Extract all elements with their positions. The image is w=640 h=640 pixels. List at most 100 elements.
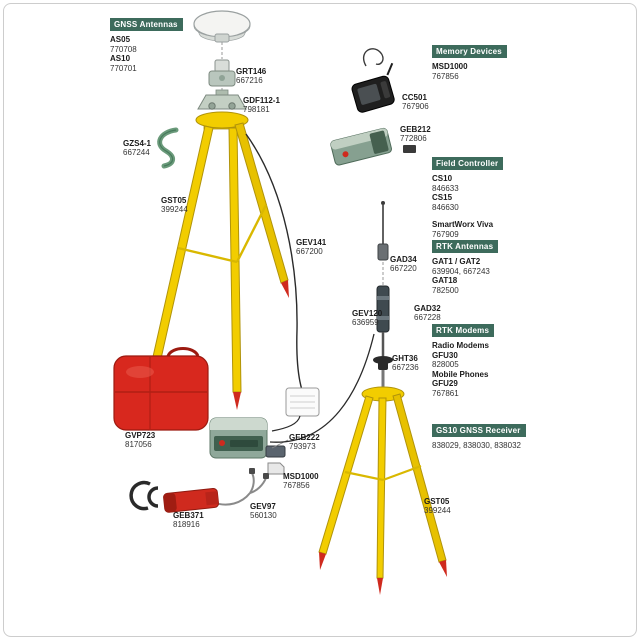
part-name: GEB212 [400,125,431,134]
part-name: GAD34 [390,255,417,264]
part-name: GDF112-1 [243,96,280,105]
modem-housing-graphic [285,387,320,417]
part-code: 399244 [424,506,451,515]
category-header: GS10 GNSS Receiver [432,424,526,437]
part-code: 667236 [392,363,419,372]
part-code: 560130 [250,511,277,520]
category-items: 838029, 838030, 838032 [432,441,526,451]
category-item-name: AS05 [110,35,131,44]
part-label-grt146: GRT146 667216 [236,67,266,85]
part-name: GEV97 [250,502,276,511]
part-label-ght36: GHT36 667236 [392,354,419,372]
category-header: Field Controller [432,157,504,170]
gev141-cable-graphic [245,133,303,391]
category-item-name: GFU30 [432,350,458,360]
part-name: GEB222 [289,433,320,442]
geb212-connector-graphic [403,145,416,153]
category-item-code: 767861 [432,388,459,398]
part-label-gad32: GAD32 667228 [414,304,441,322]
category-header: RTK Modems [432,324,495,337]
category-gs10-receiver: GS10 GNSS Receiver 838029, 838030, 83803… [432,420,526,451]
part-label-msd1000: MSD1000 767856 [283,472,319,490]
part-code: 667228 [414,313,441,322]
grt146-carrier-graphic [208,59,236,87]
msd1000-card-graphic [267,462,285,475]
part-code: 767856 [283,481,310,490]
category-item-code: 770708 [110,44,137,54]
part-name: GVP723 [125,431,156,440]
left-tripod-graphic [149,111,289,410]
part-name: CC501 [402,93,427,102]
category-item-name: SmartWorx Viva [432,220,494,229]
part-label-geb371: GEB371 818916 [173,511,204,529]
part-code: 667216 [236,76,263,85]
gzs4-holder-graphic [157,127,179,169]
gnss-dome-antenna-graphic [193,10,251,43]
cc501-controller-graphic [351,48,395,113]
part-code: 798181 [243,105,270,114]
category-header: GNSS Antennas [110,18,183,31]
right-tripod-graphic [318,386,447,595]
part-label-gst05-left: GST05 399244 [161,196,188,214]
category-item-name: Radio Modems [432,341,489,350]
part-label-gst05-right: GST05 399244 [424,497,451,515]
part-name: GAD32 [414,304,441,313]
part-name: GST05 [424,497,450,506]
category-item-code: 767856 [432,71,459,81]
geb212-battery-graphic [330,127,392,166]
part-name: GEV120 [352,309,383,318]
part-code: 667220 [390,264,417,273]
part-name: GRT146 [236,67,267,76]
part-code: 667244 [123,148,150,157]
gdf112-tribrach-graphic [197,89,247,110]
category-item-code: 639904, 667243 [432,266,490,276]
part-name: GST05 [161,196,187,205]
category-item-code: 828005 [432,360,459,369]
gev120-cable-graphic [269,333,375,443]
rtk-pole-graphic [373,201,393,396]
category-item-name: AS10 [110,54,131,63]
part-name: GHT36 [392,354,418,363]
part-label-gev97: GEV97 560130 [250,502,277,520]
category-item-code: 846630 [432,202,459,212]
part-name: GZS4-1 [123,139,152,148]
part-label-gad34: GAD34 667220 [390,255,417,273]
category-item-name: GAT1 / GAT2 [432,257,481,266]
category-item-code: 782500 [432,285,459,295]
part-code: 772806 [400,134,427,143]
part-code: 818916 [173,520,200,529]
part-code: 399244 [161,205,188,214]
part-label-gdf112-1: GDF112-1 798181 [243,96,280,114]
part-label-gvp723: GVP723 817056 [125,431,155,449]
part-code: 767906 [402,102,429,111]
modem-receiver-cable-graphic [271,415,301,432]
part-label-gev120: GEV120 636959 [352,309,382,327]
part-name: MSD1000 [283,472,319,481]
gnss-receiver-graphic [209,417,268,459]
category-item-name: CS10 [432,174,453,183]
part-label-geb212: GEB212 772806 [400,125,431,143]
category-item-code: 846633 [432,183,459,193]
geb371-battery-graphic [163,488,219,513]
part-name: GEV141 [296,238,327,247]
part-label-gev141: GEV141 667200 [296,238,326,256]
part-code: 793973 [289,442,316,451]
part-label-gzs4-1: GZS4-1 667244 [123,139,151,157]
gvp723-case-graphic [113,347,209,431]
category-item-name: CS15 [432,193,453,202]
category-header: Memory Devices [432,45,507,58]
category-item-code: 767909 [432,229,459,239]
category-item-name: GFU29 [432,379,458,388]
geb371-clamp-graphic [129,480,159,511]
